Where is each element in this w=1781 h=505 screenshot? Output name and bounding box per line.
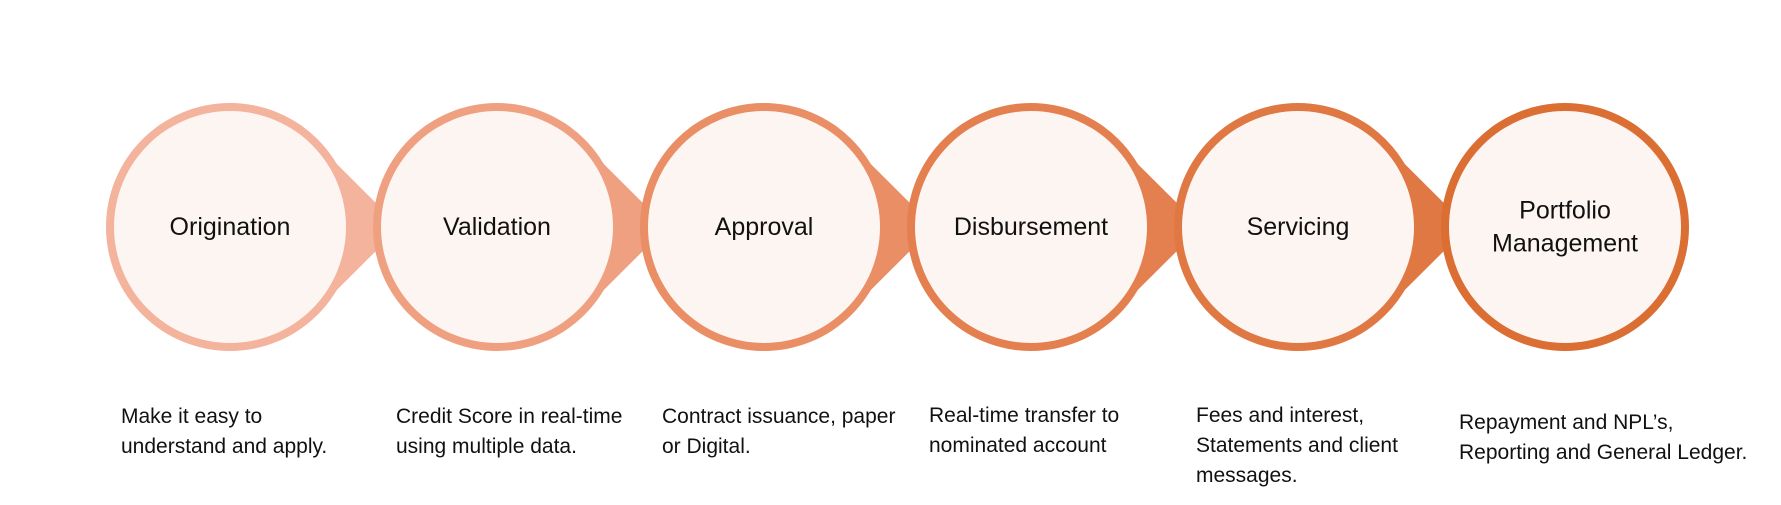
stage-2-label: Validation [443, 213, 551, 241]
stage-4-circle [915, 111, 1147, 343]
stage-4-label: Disbursement [954, 213, 1108, 241]
stage-2-description: Credit Score in real-time using multiple … [396, 402, 622, 462]
stage-5-circle [1182, 111, 1414, 343]
stage-5-label: Servicing [1247, 213, 1350, 241]
stage-shapes [106, 103, 1689, 351]
stage-3-description-line: or Digital. [662, 435, 751, 458]
stage-1-label: Origination [170, 213, 291, 241]
stage-5-description: Fees and interest, Statements and client m… [1196, 401, 1398, 491]
stage-6-label-line: Management [1492, 230, 1638, 258]
stage-4-description: Real-time transfer to nominated account [929, 401, 1119, 461]
stage-3-description-line: Contract issuance, paper [662, 405, 896, 428]
stage-5-description-line: messages. [1196, 464, 1298, 487]
stage-2-label-line: Validation [443, 213, 551, 241]
stage-3-label: Approval [715, 213, 814, 241]
stage-6-label-line: Portfolio [1519, 197, 1611, 225]
stage-4-label-line: Disbursement [954, 213, 1108, 241]
stage-6-description: Repayment and NPL’s, Reporting and Genera… [1459, 408, 1747, 468]
stage-3-label-line: Approval [715, 213, 814, 241]
stage-4-description-line: nominated account [929, 434, 1107, 457]
stage-6-circle [1449, 111, 1681, 343]
stage-1-description: Make it easy to understand and apply. [121, 402, 327, 462]
stage-5-description-line: Statements and client [1196, 434, 1398, 457]
stage-1-description-line: understand and apply. [121, 435, 328, 458]
stage-4-description-line: Real-time transfer to [929, 404, 1120, 427]
stage-2-description-line: using multiple data. [396, 435, 577, 458]
stage-6-description-line: Reporting and General Ledger. [1459, 441, 1748, 464]
stage-2-circle [381, 111, 613, 343]
stage-1-circle [114, 111, 346, 343]
stage-labels: Origination Validation Approval Disbursemen… [170, 197, 1638, 258]
stage-1-label-line: Origination [170, 213, 291, 241]
stage-5-label-line: Servicing [1247, 213, 1350, 241]
stage-2-description-line: Credit Score in real-time [396, 405, 623, 428]
stage-5-description-line: Fees and interest, [1196, 404, 1365, 427]
stage-6-description-line: Repayment and NPL’s, [1459, 411, 1674, 434]
stage-1-description-line: Make it easy to [121, 405, 263, 428]
stage-3-circle [648, 111, 880, 343]
stage-3-description: Contract issuance, paper or Digital. [662, 402, 895, 462]
